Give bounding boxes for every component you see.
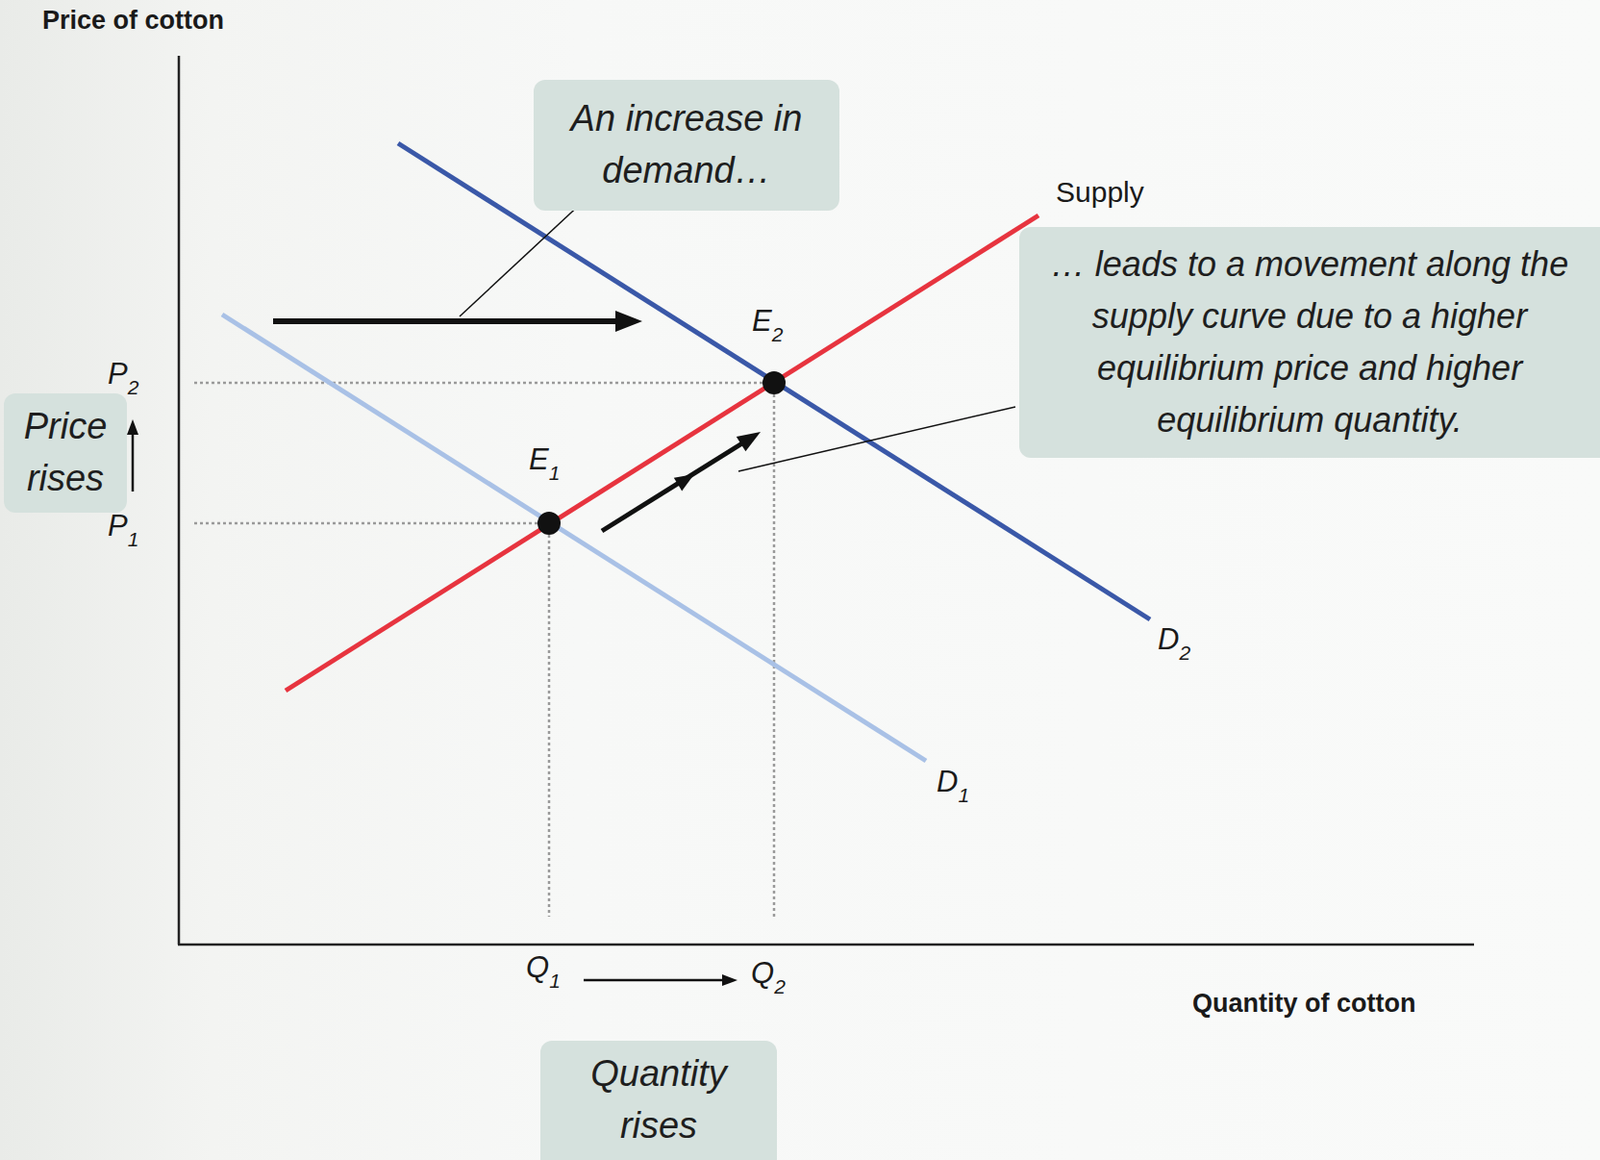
demand-curve-1 bbox=[222, 314, 926, 761]
callout-box: An increase in demand… bbox=[533, 79, 840, 211]
price-label: P1 bbox=[107, 507, 139, 551]
shift-arrow bbox=[273, 318, 622, 325]
equilibrium-dot bbox=[762, 371, 786, 395]
box-text: Price rises bbox=[11, 400, 120, 505]
leader-line bbox=[459, 200, 585, 317]
curve-label: Supply bbox=[1055, 175, 1145, 209]
arrow-head bbox=[674, 474, 695, 491]
point-label: E1 bbox=[528, 441, 560, 485]
box-text: … leads to a movement along the supply c… bbox=[1032, 238, 1587, 447]
quantity-label: Q2 bbox=[750, 954, 786, 999]
effect-box: Quantity rises bbox=[540, 1040, 777, 1160]
point-label: E2 bbox=[751, 302, 783, 347]
axis-title: Quantity of cotton bbox=[1192, 988, 1416, 1019]
curve-label: D2 bbox=[1157, 621, 1191, 665]
guide-lines bbox=[194, 382, 775, 917]
leader-line bbox=[738, 406, 1016, 472]
quantity-label: Q1 bbox=[525, 949, 561, 993]
axis-title: Price of cotton bbox=[42, 5, 225, 36]
quantity-axis bbox=[177, 943, 1475, 947]
arrow-head bbox=[615, 310, 643, 332]
box-text: An increase in demand… bbox=[552, 93, 821, 198]
curve-label: D1 bbox=[936, 763, 970, 807]
arrow-head bbox=[126, 419, 139, 435]
callout-box: … leads to a movement along the supply c… bbox=[1019, 226, 1600, 458]
movement-arrow bbox=[601, 441, 746, 531]
price-axis bbox=[177, 55, 181, 945]
arrow-head bbox=[722, 974, 738, 986]
equilibrium-dot bbox=[537, 511, 561, 535]
arrow-head bbox=[736, 431, 761, 451]
price-arrow bbox=[131, 432, 135, 492]
box-text: Quantity rises bbox=[551, 1048, 766, 1152]
price-label: P2 bbox=[107, 355, 139, 400]
effect-box: Price rises bbox=[3, 393, 127, 513]
supply-curve bbox=[285, 215, 1039, 691]
quantity-arrow bbox=[583, 978, 724, 982]
